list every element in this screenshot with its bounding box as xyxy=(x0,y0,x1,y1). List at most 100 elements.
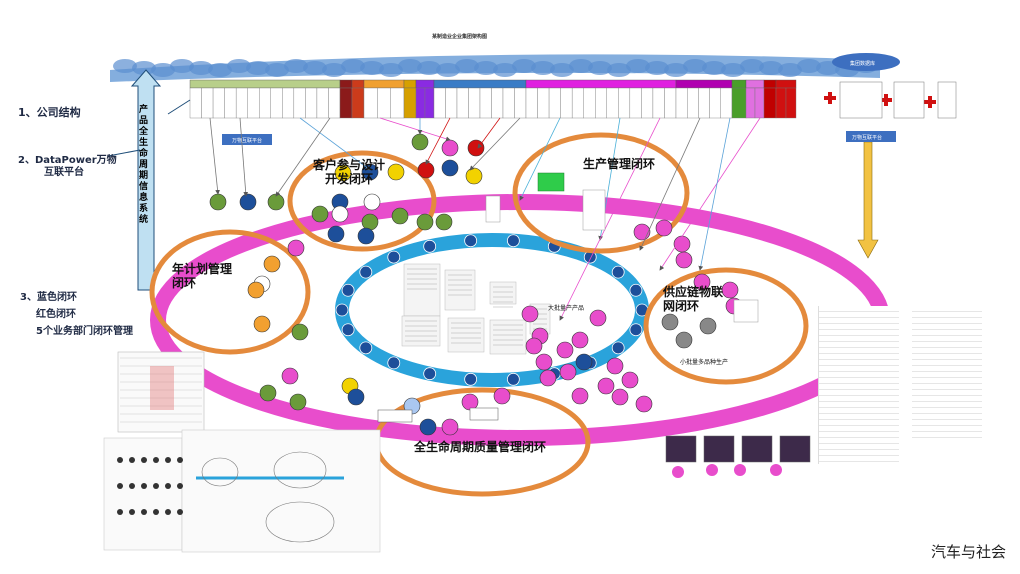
cloud-puff xyxy=(151,63,175,77)
dept-production-cell xyxy=(652,87,665,119)
blue-loop-node xyxy=(611,265,625,279)
loop-node xyxy=(521,305,539,323)
loop-node xyxy=(419,418,437,436)
center-doc-thumb xyxy=(447,317,485,353)
cloud-puff xyxy=(607,63,631,77)
center-doc-thumb xyxy=(489,281,517,305)
flow-dot xyxy=(177,457,183,463)
flow-dot xyxy=(177,509,183,515)
cloud-puff xyxy=(797,59,821,73)
connector-line xyxy=(477,117,501,149)
dept-h-cell xyxy=(785,87,797,119)
bottom-thumb-table xyxy=(117,351,205,433)
flow-dot xyxy=(141,483,147,489)
dept-production-cell xyxy=(537,87,550,119)
cloud-puff xyxy=(493,63,517,77)
orange-circle-customer xyxy=(287,150,437,252)
watermark: 汽车与社会 xyxy=(930,543,1006,561)
dept-purchase-header xyxy=(675,79,733,89)
loop-node xyxy=(721,281,739,299)
connector-line xyxy=(469,117,521,171)
cloud-puff xyxy=(626,59,650,73)
loop-node xyxy=(535,353,553,371)
loop-node xyxy=(357,227,375,245)
connector-line xyxy=(698,117,731,271)
dept-production-cell xyxy=(629,87,642,119)
bottom-right-photo xyxy=(665,435,697,463)
flow-dot xyxy=(153,509,159,515)
loop-node xyxy=(259,384,277,402)
top-title: 某制造业企业集团架构图 xyxy=(432,34,488,40)
cloud-puff xyxy=(170,59,194,73)
dept-quality-cell xyxy=(212,87,225,119)
dept-a-header xyxy=(339,79,353,89)
cloud-puff xyxy=(664,63,688,77)
dept-sales-cell xyxy=(390,87,405,119)
dept-rd-cell xyxy=(491,87,504,119)
cloud-puff xyxy=(474,61,498,75)
dept-sales-cell xyxy=(363,87,378,119)
platform-right-label: 万物互联平台 xyxy=(852,135,883,141)
loop-node xyxy=(621,371,639,389)
cloud-puff xyxy=(303,61,327,75)
loop-node xyxy=(417,161,435,179)
right-vertical-arrow xyxy=(857,141,879,259)
production-list xyxy=(582,189,606,231)
connector-line xyxy=(425,117,451,165)
dept-d-header xyxy=(415,79,435,89)
blue-loop-node xyxy=(464,234,478,248)
loop-node xyxy=(635,395,653,413)
label-blue-loop: 3、蓝色闭环 xyxy=(20,292,77,303)
dept-production-cell xyxy=(606,87,619,119)
bottom-flowchart-1 xyxy=(103,437,183,551)
loop-node xyxy=(575,353,593,371)
flow-dot xyxy=(117,509,123,515)
dept-purchase-cell xyxy=(675,87,688,119)
loop-node xyxy=(633,223,651,241)
dept-rd-cell xyxy=(456,87,469,119)
bottom-right-photo xyxy=(703,435,735,463)
loop-node xyxy=(539,369,557,387)
cloud-puff xyxy=(360,61,384,75)
label-company-structure: 1、公司结构 xyxy=(18,106,81,119)
loop-node xyxy=(597,377,615,395)
dept-sales-header xyxy=(363,79,405,89)
loop-node xyxy=(571,331,589,349)
red-cross-v xyxy=(928,96,932,108)
loop-node xyxy=(606,357,624,375)
flow-dot xyxy=(129,483,135,489)
dept-g-cell xyxy=(763,87,777,119)
loop-node xyxy=(361,213,379,231)
connector-line xyxy=(299,117,371,171)
connector-label2 xyxy=(107,149,141,157)
loop-node xyxy=(441,139,459,157)
dept-rd-cell xyxy=(433,87,446,119)
dept-quality-header xyxy=(189,79,341,89)
blue-loop-node xyxy=(423,239,437,253)
right-box-1 xyxy=(839,81,883,119)
dept-production-cell xyxy=(525,87,538,119)
blue-loop-node xyxy=(359,341,373,355)
bottom-right-photo xyxy=(741,435,773,463)
cloud-puff xyxy=(132,61,156,75)
dept-h-header xyxy=(775,79,797,89)
loop-node xyxy=(525,337,543,355)
dept-rd-header xyxy=(433,79,527,89)
connector-line xyxy=(659,117,761,271)
dept-e-header xyxy=(731,79,747,89)
loop-node xyxy=(331,205,349,223)
right-box-2 xyxy=(893,81,925,119)
loop-node xyxy=(675,251,693,269)
loop-node xyxy=(559,363,577,381)
orange-circle-annual xyxy=(149,229,311,355)
cloud-puff xyxy=(246,61,270,75)
loop-node xyxy=(327,225,345,243)
dept-h-cell xyxy=(775,87,787,119)
cloud-puff xyxy=(284,59,308,73)
flow-dot xyxy=(117,483,123,489)
customer-doc xyxy=(485,195,501,223)
cloud-puff xyxy=(683,59,707,73)
bottom-flowchart-2 xyxy=(181,429,381,553)
dept-production-cell xyxy=(548,87,561,119)
